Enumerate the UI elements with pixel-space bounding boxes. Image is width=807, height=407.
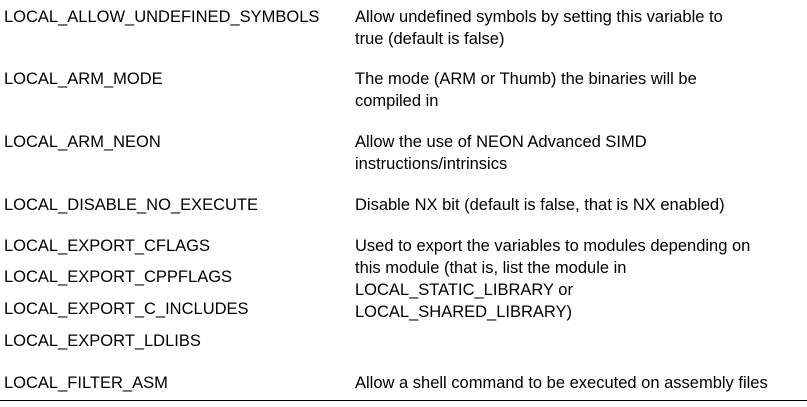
variable-name: LOCAL_ALLOW_UNDEFINED_SYMBOLS (4, 8, 320, 26)
variable-description-line: Allow the use of NEON Advanced SIMD (355, 133, 647, 151)
variable-description-line: Allow undefined symbols by setting this … (355, 8, 723, 26)
variable-name: LOCAL_EXPORT_CPPFLAGS (4, 268, 233, 286)
variable-name: LOCAL_FILTER_ASM (4, 374, 168, 392)
variable-name: LOCAL_EXPORT_C_INCLUDES (4, 300, 249, 318)
variable-description-line: The mode (ARM or Thumb) the binaries wil… (355, 70, 697, 88)
variable-description-line: LOCAL_STATIC_LIBRARY or (355, 281, 573, 299)
variable-name: LOCAL_ARM_MODE (4, 70, 163, 88)
table-bottom-rule (0, 400, 807, 401)
variable-description-line: Used to export the variables to modules … (355, 237, 751, 255)
variable-description-line: Disable NX bit (default is false, that i… (355, 196, 725, 214)
variable-description-line: true (default is false) (355, 30, 505, 48)
variable-name: LOCAL_DISABLE_NO_EXECUTE (4, 196, 259, 214)
variable-name: LOCAL_EXPORT_CFLAGS (4, 237, 211, 255)
variable-description-line: compiled in (355, 92, 439, 110)
variable-name: LOCAL_EXPORT_LDLIBS (4, 332, 201, 350)
variable-description-line: Allow a shell command to be executed on … (355, 374, 768, 392)
variable-description-line: this module (that is, list the module in (355, 259, 627, 277)
variable-name: LOCAL_ARM_NEON (4, 133, 161, 151)
variable-description-line: LOCAL_SHARED_LIBRARY) (355, 303, 573, 321)
variable-description-line: instructions/intrinsics (355, 155, 508, 173)
